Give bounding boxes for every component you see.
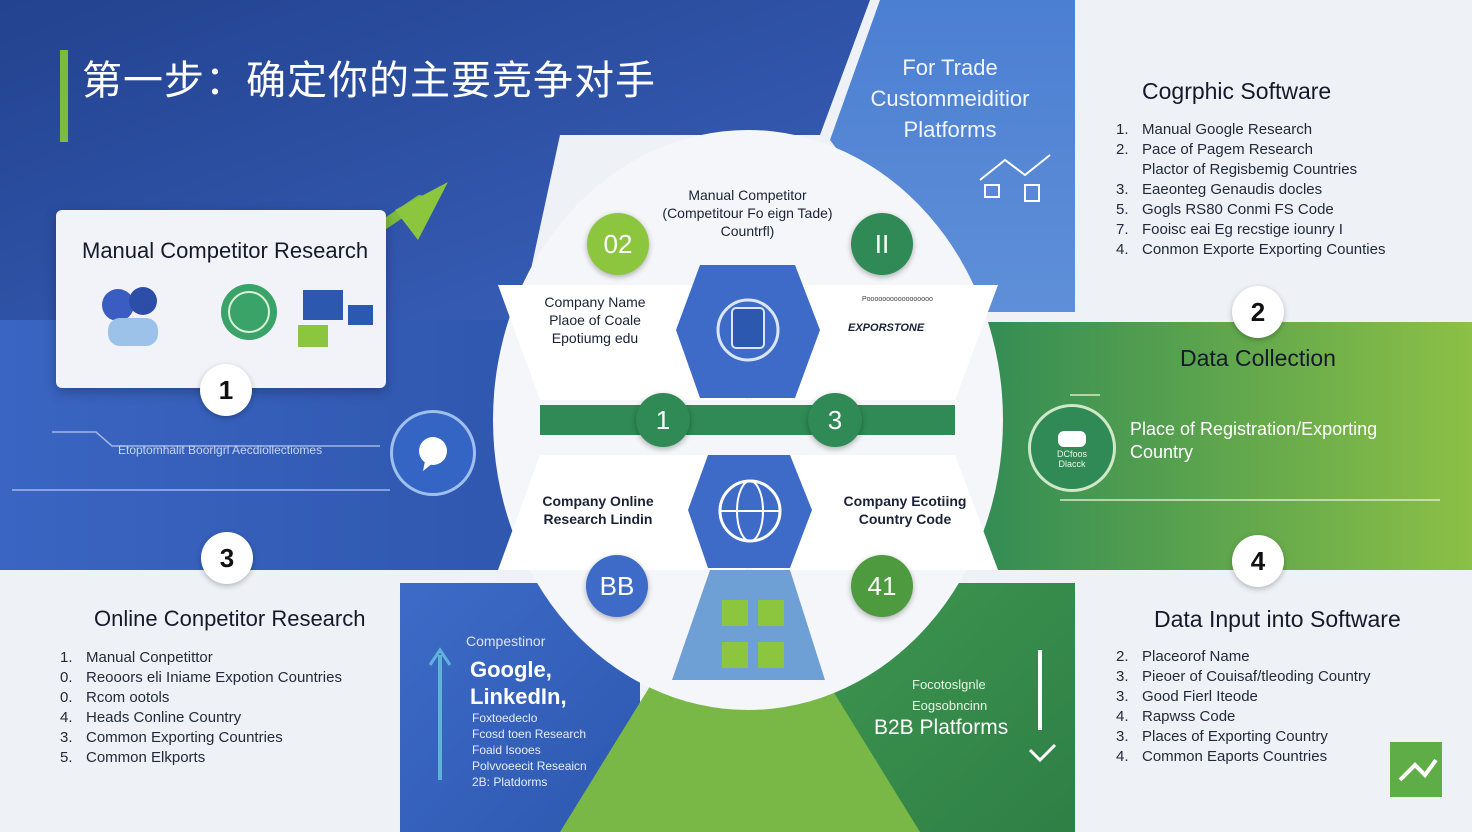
list-item: 2.Placeorof Name (1116, 648, 1250, 665)
list-item: 0.Rcom ootols (60, 689, 170, 706)
list-item: 3.Eaeonteg Genaudis docles (1116, 181, 1323, 198)
list-item: 2.Pace of Pagem Research (1116, 141, 1313, 158)
top-panel: For Trade Custommeiditior Platforms (860, 52, 1040, 145)
collection-icon: DCfoos Dlacck (1028, 404, 1116, 492)
top-panel-line: For Trade (902, 55, 998, 80)
globe-icon (214, 280, 284, 355)
section-title: Online Conpetitor Research (94, 606, 366, 631)
list-item: 7.Fooisc eai Eg recstige iounry I (1116, 221, 1343, 238)
list-item: 3.Places of Exporting Country (1116, 728, 1328, 745)
section-title: Cogrphic Software (1142, 78, 1332, 104)
text-line: Google, (470, 657, 552, 682)
center-low-left-text: Company Online Research Lindin (528, 492, 668, 528)
globe-icon (715, 476, 785, 551)
list-item: 1.Manual Google Research (1116, 121, 1313, 138)
text-line: Focotoslgnle (912, 677, 986, 692)
collection-text: Place of Registration/Exporting Country (1130, 419, 1378, 462)
center-top-text: Manual Competitor (Competitour Fo eign T… (630, 186, 865, 240)
center-badge: 3 (808, 393, 862, 447)
bottom-blue-lines: Foxtoedeclo Fcosd toen Research Foaid Is… (472, 710, 587, 790)
list-item: 4.Common Eaports Countries (1116, 748, 1328, 765)
online-research-list: 1.Manual Conpetittor 0.Reooors eli Iniam… (60, 648, 342, 768)
center-badge: II (851, 213, 913, 275)
section-title: Data Input into Software (1154, 606, 1401, 632)
text-line: Company Online (542, 493, 654, 509)
text-line: Manual Competitor (688, 187, 807, 203)
text-line: Research Lindin (543, 511, 653, 527)
text-line: Foaid Isooes (472, 743, 541, 757)
text-line: 2B: Platdorms (472, 775, 548, 789)
list-item: 4.Heads Conline Country (60, 709, 242, 726)
page-title: 第一步：确定你的主要竞争对手 (82, 59, 656, 103)
top-panel-line: Custommeiditior (870, 86, 1030, 111)
center-badge: 02 (587, 213, 649, 275)
list-item: 4.Conmon Exporte Exporting Counties (1116, 241, 1386, 258)
bottom-blue-small: Compestinor (466, 633, 546, 649)
text-line: LinkedIn, (470, 684, 567, 709)
center-low-right-text: Company Ecotiing Country Code (830, 492, 980, 528)
bottom-green-heading: B2B Platforms (874, 716, 1009, 739)
list-item: 4.Rapwss Code (1116, 708, 1236, 725)
left-caption: Etoptomhalit Boorlgrl Aecdiollectiomes (118, 443, 323, 457)
list-item: 3.Pieoer of Couisaf/tleoding Country (1116, 668, 1371, 685)
data-input-list: 2.Placeorof Name 3.Pieoer of Couisaf/tle… (1116, 647, 1370, 767)
center-right-logo: EXPORSTONE (848, 322, 925, 334)
step-badge: 1 (200, 364, 252, 416)
list-item: 3.Common Exporting Countries (60, 729, 283, 746)
step-badge: 2 (1232, 286, 1284, 338)
text-line: Country Code (858, 511, 952, 527)
card-title: Manual Competitor Research (82, 238, 369, 263)
list-item: 0.Reooors eli Iniame Expotion Countries (60, 669, 342, 686)
step-badge: 4 (1232, 535, 1284, 587)
text-line: Company Ecotiing (843, 493, 967, 509)
software-list: 1.Manual Google Research 2.Pace of Pagem… (1116, 120, 1385, 260)
list-item: Plactor of Regisbemig Countries (1142, 161, 1358, 178)
bottom-blue-heading: Google, LinkedIn, (470, 656, 567, 710)
text-line: Foxtoedeclo (472, 711, 538, 725)
chat-icon (390, 410, 476, 496)
text-line: Plaoe of Coale (549, 312, 641, 328)
globe-shield-icon (712, 290, 784, 375)
center-badge: 41 (851, 555, 913, 617)
bottom-green-lines: Focotoslgnle Eogsobncinn (912, 674, 987, 716)
text-line: Company Name (544, 294, 646, 310)
icon-caption: DCfoos (1056, 449, 1087, 459)
data-cards-icon (298, 285, 378, 360)
list-item: 1.Manual Conpetittor (60, 649, 213, 666)
list-item: 5.Gogls RS80 Conmi FS Code (1116, 201, 1334, 218)
text-line: Fcosd toen Research (472, 727, 587, 741)
icon-caption: Dlacck (1058, 459, 1086, 469)
text-line: Epotiumg edu (551, 330, 639, 346)
center-left-text: Company Name Plaoe of Coale Epotiumg edu (530, 293, 660, 347)
text-line: Polvvoeecit Reseaicn (472, 759, 587, 773)
text-line: (Competitour Fo eign Tade) (662, 205, 833, 221)
center-badge: BB (586, 555, 648, 617)
trade-icon (975, 150, 1055, 225)
title-accent-bar (60, 50, 68, 142)
text-line: Countrfl) (720, 223, 775, 239)
list-item: 3.Good Fierl Iteode (1116, 688, 1258, 705)
section-title: Data Collection (1180, 345, 1336, 371)
list-item: 5.Common Elkports (60, 749, 206, 766)
center-right-small: Pooooooooooooooooo (862, 296, 933, 303)
step-badge: 3 (201, 532, 253, 584)
people-icon (98, 283, 168, 358)
top-panel-line: Platforms (903, 117, 997, 142)
text-line: Eogsobncinn (912, 698, 988, 713)
center-badge: 1 (636, 393, 690, 447)
